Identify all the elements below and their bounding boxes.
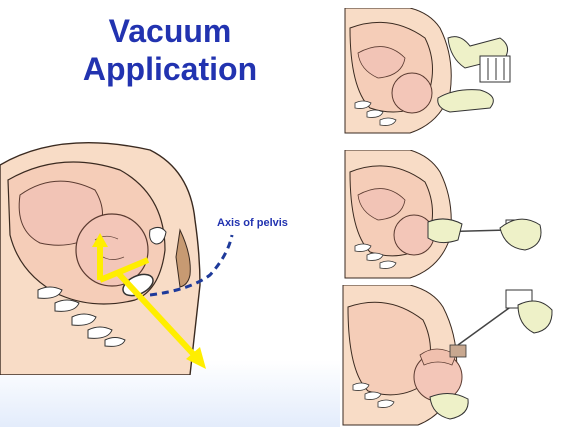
title-line-2: Application xyxy=(50,50,290,88)
main-pelvis-illustration xyxy=(0,125,340,375)
title-line-1: Vacuum xyxy=(50,12,290,50)
step-1-illustration xyxy=(340,8,540,138)
slide-title: Vacuum Application xyxy=(50,12,290,88)
axis-of-pelvis-label: Axis of pelvis xyxy=(217,217,288,229)
step-2-illustration xyxy=(340,150,550,280)
step-3-illustration xyxy=(338,285,558,427)
